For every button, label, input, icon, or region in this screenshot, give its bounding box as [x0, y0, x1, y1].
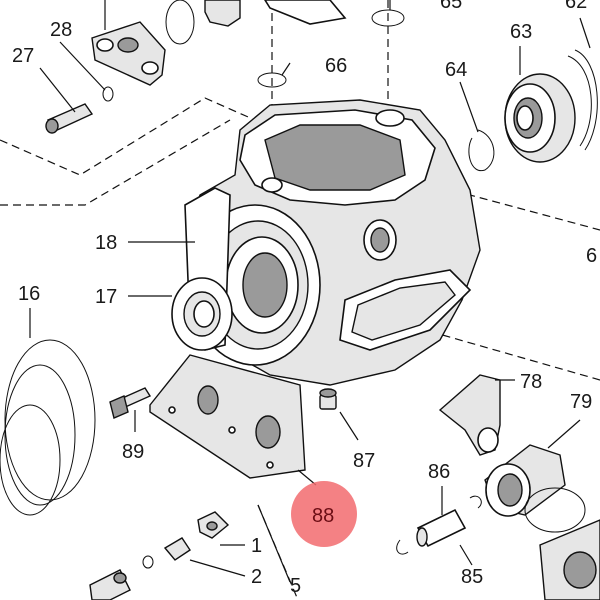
part-89-bolt — [109, 387, 152, 419]
part-28-flange-bracket — [91, 0, 166, 86]
label-89: 89 — [122, 441, 144, 463]
label-6: 6 — [586, 245, 597, 267]
label-86: 86 — [428, 461, 450, 483]
part-63-bearing — [504, 73, 576, 163]
part-64-circlip — [468, 129, 495, 172]
label-85: 85 — [461, 566, 483, 588]
label-17: 17 — [95, 286, 117, 308]
label-2: 2 — [251, 566, 262, 588]
main-pump-housing — [149, 99, 481, 479]
part-78-bracket — [438, 374, 501, 456]
label-16: 16 — [18, 283, 40, 305]
label-64: 64 — [445, 59, 467, 81]
part-79-coupling — [484, 444, 586, 533]
label-5: 5 — [290, 575, 301, 597]
part-27-screw — [45, 86, 114, 134]
label-1: 1 — [251, 535, 262, 557]
part-87-plug — [319, 388, 337, 410]
part-16-o-rings — [0, 339, 96, 516]
part-66-o-ring — [257, 72, 287, 88]
label-87: 87 — [353, 450, 375, 472]
part-62-snap-ring — [567, 49, 598, 151]
highlight-circle-88 — [291, 481, 357, 547]
label-63: 63 — [510, 21, 532, 43]
label-88: 88 — [312, 505, 334, 527]
part-17-flange-ring — [171, 277, 233, 351]
label-79: 79 — [570, 391, 592, 413]
bottom-right-housing — [539, 519, 600, 600]
label-28: 28 — [50, 19, 72, 41]
label-62: 62 — [565, 0, 587, 13]
label-27: 27 — [12, 45, 34, 67]
callout-labels: 28 27 66 65 63 62 64 18 6 16 17 78 79 89… — [12, 0, 597, 597]
part-85-clip-right — [469, 495, 482, 509]
part-85-clip-left — [396, 539, 409, 555]
part-2-nipple — [142, 537, 191, 569]
label-18: 18 — [95, 232, 117, 254]
part-1-fitting — [197, 511, 230, 539]
top-fittings — [165, 0, 405, 45]
part-3-valve — [89, 569, 131, 600]
label-66: 66 — [325, 55, 347, 77]
part-86-pin — [416, 508, 467, 548]
leader-lines — [29, 0, 591, 583]
label-78: 78 — [520, 371, 542, 393]
label-65: 65 — [440, 0, 462, 13]
